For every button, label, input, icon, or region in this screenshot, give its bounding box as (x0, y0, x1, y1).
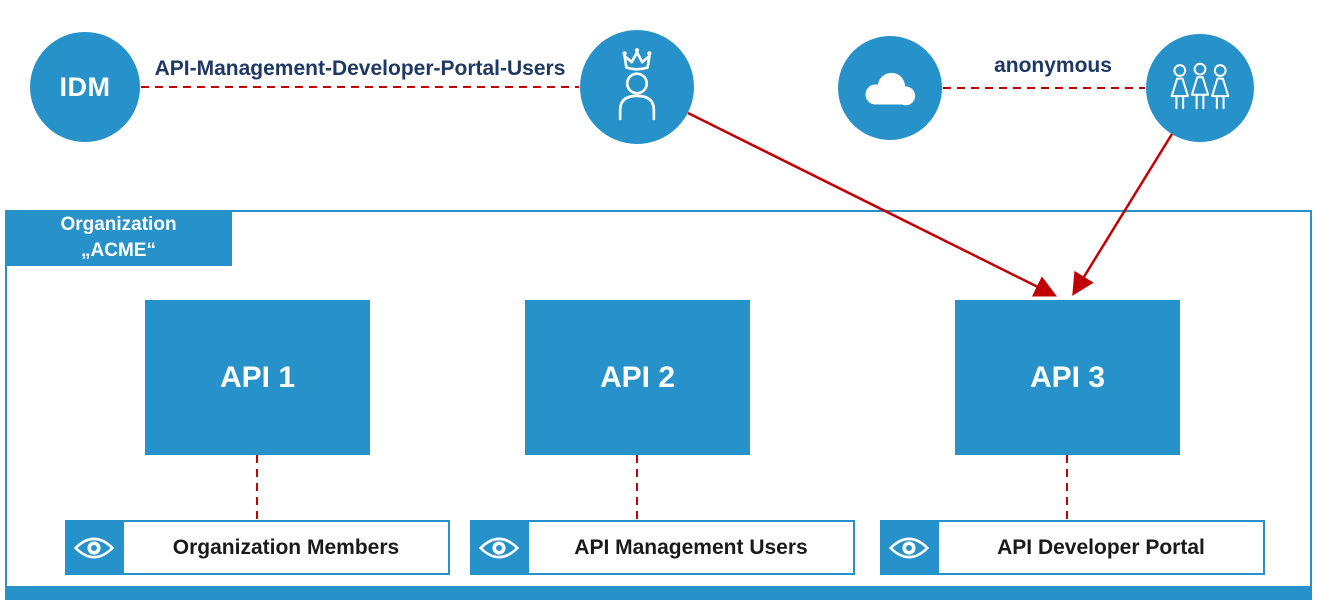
organization-box: Organization „ACME“ API 1 API 2 API 3 Or… (5, 210, 1312, 600)
idm-label: IDM (59, 71, 111, 102)
api-1-label: API 1 (219, 360, 296, 394)
organization-bottom-bar (5, 586, 1312, 600)
group-label: API Developer Portal (937, 520, 1265, 575)
cloud-node (838, 36, 942, 140)
eye-icon-square (880, 520, 937, 575)
api-2-box: API 2 (525, 300, 750, 455)
organization-title-line1: Organization (60, 214, 177, 236)
idm-connection-label: API-Management-Developer-Portal-Users (154, 57, 566, 80)
group-row-organization-members: Organization Members (65, 520, 450, 575)
eye-icon (478, 537, 519, 558)
eye-icon (73, 537, 114, 558)
eye-icon-square (470, 520, 527, 575)
crown-user-icon (618, 48, 656, 121)
group-label: API Management Users (527, 520, 855, 575)
cloud-icon (865, 72, 916, 106)
group-row-api-developer-portal: API Developer Portal (880, 520, 1265, 575)
portal-user-node (580, 30, 694, 144)
users-group-icon (1170, 62, 1230, 110)
group-label: Organization Members (122, 520, 450, 575)
eye-icon (888, 537, 929, 558)
group-row-api-management-users: API Management Users (470, 520, 855, 575)
api-3-label: API 3 (1029, 360, 1106, 394)
organization-title-line2: „ACME“ (81, 240, 156, 261)
anonymous-connection-label: anonymous (994, 54, 1112, 77)
api-1-box: API 1 (145, 300, 370, 455)
api-2-label: API 2 (599, 360, 676, 394)
idm-node: IDM (30, 32, 140, 142)
eye-icon-square (65, 520, 122, 575)
organization-title: Organization „ACME“ (5, 210, 232, 266)
anonymous-users-node (1146, 34, 1254, 142)
api-3-box: API 3 (955, 300, 1180, 455)
